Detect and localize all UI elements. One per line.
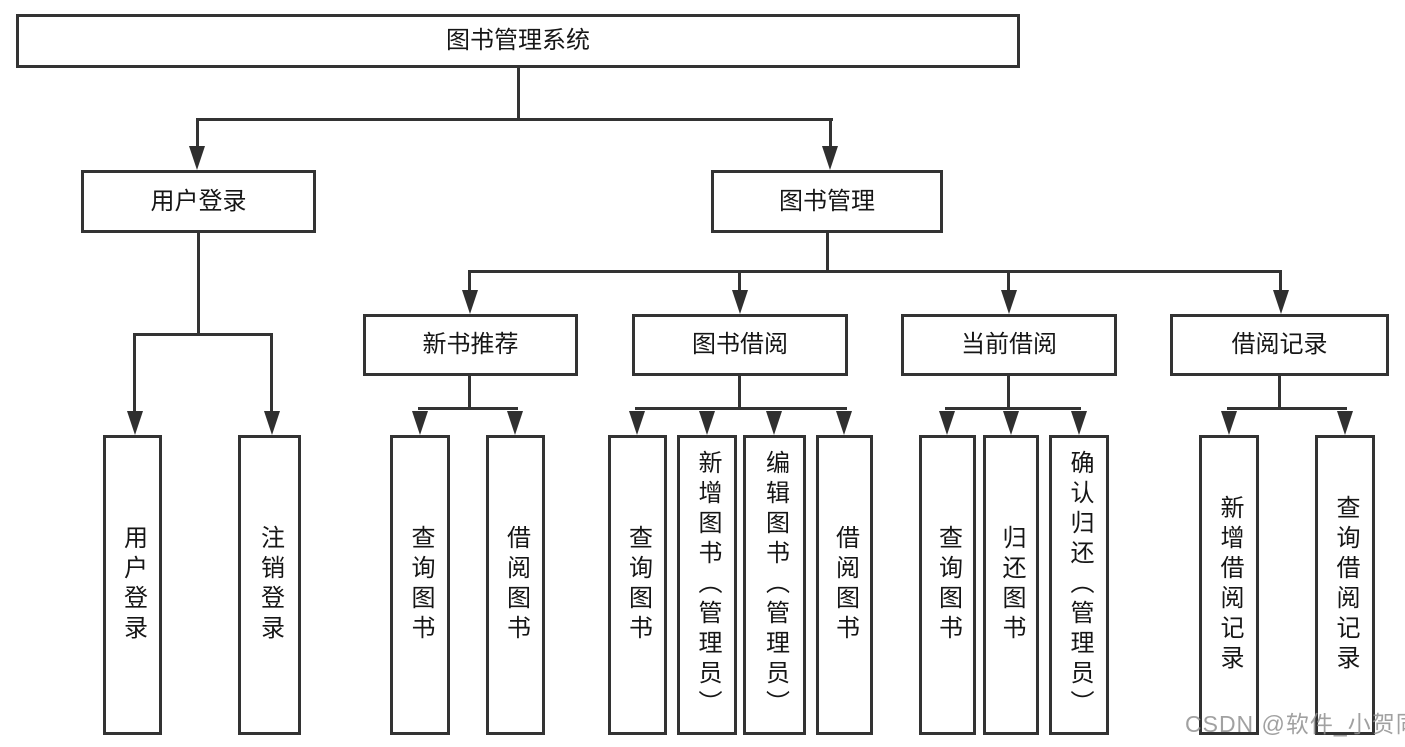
- leaf-borrow-books-borrowing-label: 借阅图书: [831, 525, 859, 645]
- connector-current-rail: [945, 407, 1081, 410]
- leaf-add-borrow-record-label: 新增借阅记录: [1216, 495, 1243, 675]
- node-book-borrowing: 图书借阅: [632, 314, 848, 376]
- leaf-query-books-recommend-label: 查询图书: [407, 525, 434, 645]
- connector-userlogin-drop-right: [270, 333, 273, 413]
- connector-bookmgmt-drop-2: [738, 270, 741, 292]
- leaf-confirm-return-admin: 确认归还（管理员）: [1049, 435, 1109, 735]
- arrow-down-icon: [1003, 411, 1019, 435]
- node-book-management-label: 图书管理: [779, 187, 875, 215]
- arrow-down-icon: [822, 146, 838, 170]
- leaf-query-borrow-record: 查询借阅记录: [1315, 435, 1375, 735]
- arrow-down-icon: [412, 411, 428, 435]
- node-new-book-recommend: 新书推荐: [363, 314, 578, 376]
- arrow-down-icon: [1071, 411, 1087, 435]
- node-user-login: 用户登录: [81, 170, 316, 233]
- connector-userlogin-drop-left: [133, 333, 136, 413]
- node-borrowing-records-label: 借阅记录: [1231, 331, 1328, 358]
- leaf-borrow-books-borrowing: 借阅图书: [816, 435, 873, 735]
- connector-current-stem: [1007, 376, 1010, 410]
- leaf-add-books-admin: 新增图书（管理员）: [677, 435, 737, 735]
- leaf-user-login: 用户登录: [103, 435, 162, 735]
- leaf-return-books: 归还图书: [983, 435, 1039, 735]
- connector-bookmgmt-stem: [826, 233, 829, 272]
- csdn-watermark: CSDN @软件_小贺同学: [1185, 711, 1405, 737]
- leaf-logout: 注销登录: [238, 435, 301, 735]
- node-borrowing-records: 借阅记录: [1170, 314, 1389, 376]
- connector-newbook-stem: [468, 376, 471, 410]
- connector-bookmgmt-drop-4: [1279, 270, 1282, 292]
- node-book-borrowing-label: 图书借阅: [692, 331, 788, 358]
- node-current-borrowing-label: 当前借阅: [961, 331, 1057, 358]
- arrow-down-icon: [462, 290, 478, 314]
- node-current-borrowing: 当前借阅: [901, 314, 1117, 376]
- arrow-down-icon: [939, 411, 955, 435]
- arrow-down-icon: [766, 411, 782, 435]
- node-new-book-recommend-label: 新书推荐: [422, 331, 519, 358]
- node-user-login-label: 用户登录: [150, 187, 247, 215]
- node-root-system: 图书管理系统: [16, 14, 1020, 68]
- leaf-borrow-books-recommend-label: 借阅图书: [502, 525, 530, 645]
- leaf-confirm-return-admin-label: 确认归还（管理员）: [1066, 450, 1093, 720]
- arrow-down-icon: [127, 411, 143, 435]
- leaf-query-books-current-label: 查询图书: [934, 525, 962, 645]
- leaf-query-books-borrowing-label: 查询图书: [624, 525, 652, 645]
- connector-root-drop-right: [829, 118, 832, 150]
- arrow-down-icon: [1337, 411, 1353, 435]
- connector-bookmgmt-drop-3: [1007, 270, 1010, 292]
- connector-borrowing-stem: [738, 376, 741, 410]
- connector-borrowing-rail: [635, 407, 847, 410]
- arrow-down-icon: [264, 411, 280, 435]
- node-root-label: 图书管理系统: [446, 27, 590, 54]
- arrow-down-icon: [836, 411, 852, 435]
- connector-userlogin-stem: [197, 233, 200, 336]
- arrow-down-icon: [1001, 290, 1017, 314]
- connector-root-rail: [196, 118, 833, 121]
- connector-bookmgmt-drop-1: [468, 270, 471, 292]
- leaf-query-books-recommend: 查询图书: [390, 435, 450, 735]
- arrow-down-icon: [699, 411, 715, 435]
- arrow-down-icon: [1221, 411, 1237, 435]
- connector-newbook-rail: [418, 407, 518, 410]
- leaf-add-books-admin-label: 新增图书（管理员）: [694, 450, 721, 720]
- leaf-add-borrow-record: 新增借阅记录: [1199, 435, 1259, 735]
- connector-root-drop-left: [196, 118, 199, 150]
- leaf-query-books-borrowing: 查询图书: [608, 435, 667, 735]
- leaf-edit-books-admin-label: 编辑图书（管理员）: [761, 450, 789, 720]
- connector-records-rail: [1227, 407, 1347, 410]
- leaf-query-books-current: 查询图书: [919, 435, 976, 735]
- arrow-down-icon: [629, 411, 645, 435]
- arrow-down-icon: [732, 290, 748, 314]
- leaf-edit-books-admin: 编辑图书（管理员）: [743, 435, 806, 735]
- leaf-logout-label: 注销登录: [256, 525, 284, 645]
- arrow-down-icon: [1273, 290, 1289, 314]
- arrow-down-icon: [189, 146, 205, 170]
- leaf-user-login-label: 用户登录: [119, 525, 147, 645]
- arrow-down-icon: [507, 411, 523, 435]
- connector-records-stem: [1278, 376, 1281, 410]
- connector-bookmgmt-rail: [468, 270, 1282, 273]
- leaf-query-borrow-record-label: 查询借阅记录: [1332, 495, 1359, 675]
- leaf-borrow-books-recommend: 借阅图书: [486, 435, 545, 735]
- node-book-management: 图书管理: [711, 170, 943, 233]
- leaf-return-books-label: 归还图书: [998, 525, 1025, 645]
- connector-userlogin-rail: [133, 333, 273, 336]
- connector-root-stem: [517, 68, 520, 121]
